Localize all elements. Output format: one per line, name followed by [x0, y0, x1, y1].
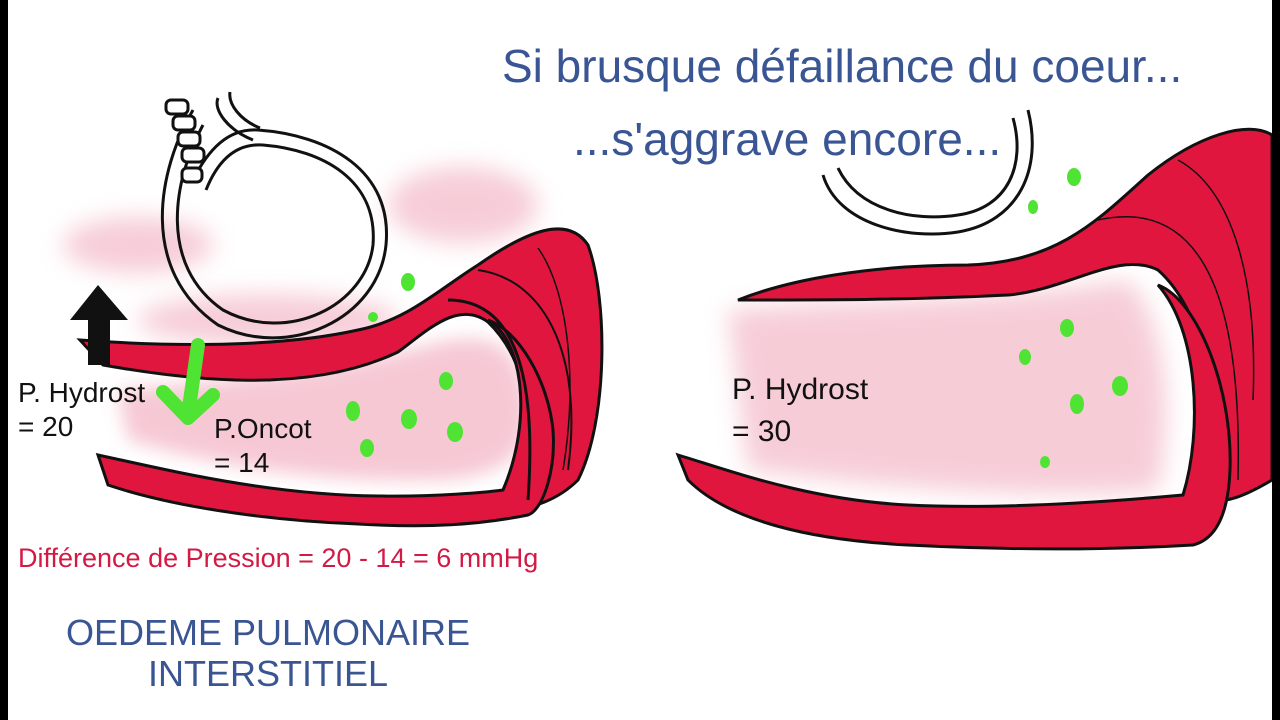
protein-particles-right — [1019, 168, 1128, 468]
slide-title-line-2: ...s'aggrave encore... — [573, 113, 1002, 165]
alveolus-left — [160, 91, 388, 340]
oncot-label-left-line-1: P.Oncot — [214, 413, 312, 444]
capillary-left — [76, 227, 604, 528]
oncot-label-left-line-2: = 14 — [214, 447, 270, 478]
slide-title-line-1: Si brusque défaillance du coeur... — [502, 40, 1183, 92]
edema-caption-line-2: INTERSTITIEL — [147, 653, 389, 695]
edema-caption: OEDEME PULMONAIRE INTERSTITIEL — [18, 612, 518, 695]
edema-caption-line-1: OEDEME PULMONAIRE — [65, 612, 471, 653]
capillary-lumen-left — [118, 338, 529, 481]
diagram-artwork — [63, 91, 1272, 551]
alveolus-duct — [164, 98, 206, 184]
capillary-right — [675, 127, 1272, 551]
hydrost-label-right-line-1: P. Hydrost — [732, 373, 869, 406]
hydrost-label-left-line-2: = 20 — [18, 411, 74, 442]
oncotic-arrow-left — [156, 338, 220, 425]
pressure-difference-text: Différence de Pression = 20 - 14 = 6 mmH… — [18, 543, 539, 573]
protein-particles-left — [346, 273, 463, 457]
slide: Si brusque défaillance du coeur... ...s'… — [8, 0, 1272, 720]
alveolus-right — [821, 109, 1034, 236]
edema-haze-right — [728, 280, 1166, 494]
hydrost-label-right-line-2: = 30 — [732, 415, 792, 448]
hydrostatic-arrow-left — [70, 285, 128, 365]
hydrost-label-left-line-1: P. Hydrost — [18, 377, 146, 408]
